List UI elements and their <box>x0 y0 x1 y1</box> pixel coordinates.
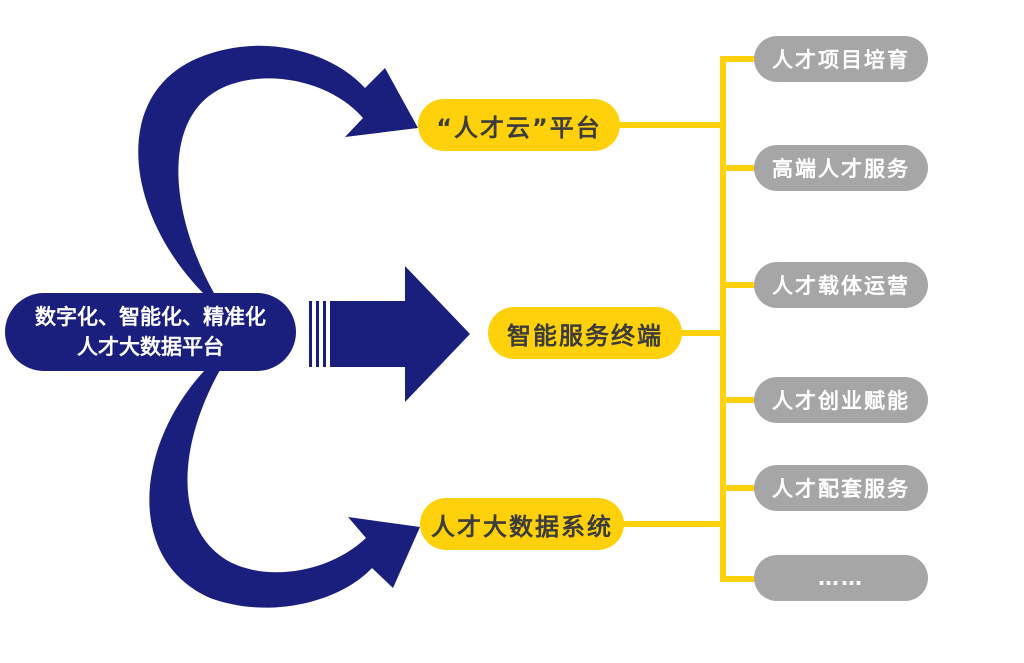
central-line-1: 数字化、智能化、精准化 <box>35 305 266 329</box>
service-node: 高端人才服务 <box>754 145 928 191</box>
platform-node-cloud: “人才云”平台 <box>418 99 620 151</box>
service-node: 人才项目培育 <box>754 36 928 82</box>
service-node-more: …… <box>754 555 928 601</box>
curved-arrow-down <box>149 370 420 608</box>
service-node: 人才配套服务 <box>754 465 928 511</box>
central-line-2: 人才大数据平台 <box>77 335 224 359</box>
service-node: 人才载体运营 <box>754 262 928 308</box>
service-node: 人才创业赋能 <box>754 377 928 423</box>
curved-arrow-up <box>138 45 418 295</box>
platform-node-terminal: 智能服务终端 <box>488 307 682 359</box>
service-bracket <box>612 56 760 582</box>
straight-arrow-right <box>309 266 470 402</box>
platform-node-bigdata: 人才大数据系统 <box>420 498 624 550</box>
central-platform-node: 数字化、智能化、精准化 人才大数据平台 <box>5 293 296 371</box>
